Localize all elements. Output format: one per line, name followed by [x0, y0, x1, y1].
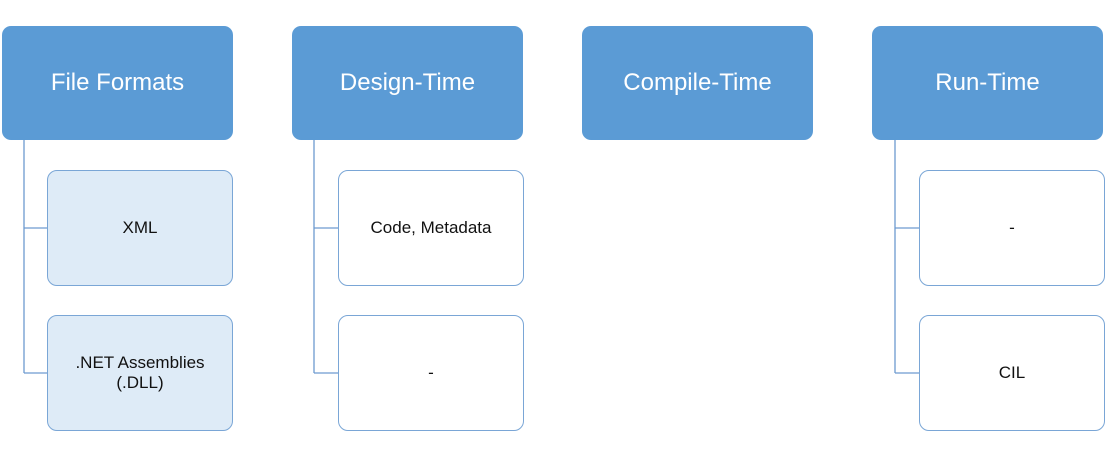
- connector-run-time: [894, 140, 919, 374]
- header-run-time: Run-Time: [872, 26, 1103, 140]
- item-xml: XML: [47, 170, 233, 286]
- item-run-time-dash: -: [919, 170, 1105, 286]
- connector-design-time: [313, 140, 338, 374]
- item-label: Code, Metadata: [370, 217, 492, 237]
- header-file-formats: File Formats: [2, 26, 233, 140]
- item-label: CIL: [998, 362, 1026, 382]
- item-label: .NET Assemblies (.DLL): [75, 352, 205, 392]
- item-design-time-dash: -: [338, 315, 524, 431]
- item-cil: CIL: [919, 315, 1105, 431]
- item-code-metadata: Code, Metadata: [338, 170, 524, 286]
- item-net-assemblies: .NET Assemblies (.DLL): [47, 315, 233, 431]
- header-compile-time: Compile-Time: [582, 26, 813, 140]
- connector-file-formats: [23, 140, 47, 374]
- item-label: -: [428, 362, 434, 382]
- item-label: XML: [122, 217, 158, 237]
- header-design-time: Design-Time: [292, 26, 523, 140]
- item-label: -: [1009, 217, 1015, 237]
